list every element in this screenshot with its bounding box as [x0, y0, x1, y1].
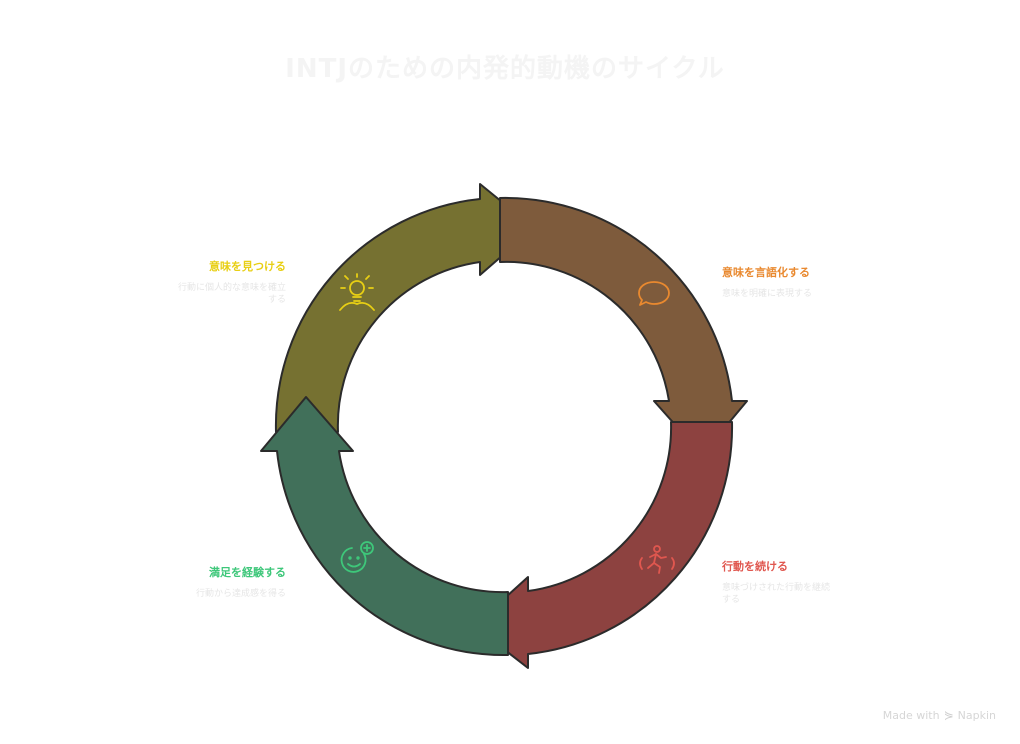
step-label-experience-satisfaction: 満足を経験する — [209, 566, 286, 579]
arc-continue-action — [473, 421, 734, 669]
made-with-text: Made with — [882, 708, 940, 722]
step-desc-verbalize: 意味を明確に表現する — [722, 289, 813, 299]
brand-text: Napkin — [957, 708, 996, 722]
step-desc-continue-action: 意味づけされた行動を継続する — [722, 583, 831, 605]
smiley-plus-icon — [340, 541, 374, 573]
step-desc-find-meaning: 行動に個人的な意味を確立する — [177, 283, 286, 305]
arc-find-meaning — [274, 183, 535, 433]
arc-experience-satisfaction — [260, 396, 509, 657]
step-label-continue-action: 行動を続ける — [722, 560, 788, 573]
napkin-logo-icon: ⋟ — [943, 708, 954, 722]
diagram-title: INTJのための内発的動機のサイクル — [285, 54, 725, 84]
step-label-verbalize: 意味を言語化する — [722, 266, 810, 279]
speech-bubble-icon — [638, 281, 670, 306]
made-with-napkin[interactable]: Made with ⋟ Napkin — [883, 708, 996, 722]
step-label-find-meaning: 意味を見つける — [209, 260, 286, 273]
step-desc-experience-satisfaction: 行動から達成感を得る — [195, 589, 286, 599]
arc-verbalize — [499, 196, 748, 456]
running-person-icon — [639, 545, 675, 574]
lightbulb-icon — [339, 273, 375, 311]
